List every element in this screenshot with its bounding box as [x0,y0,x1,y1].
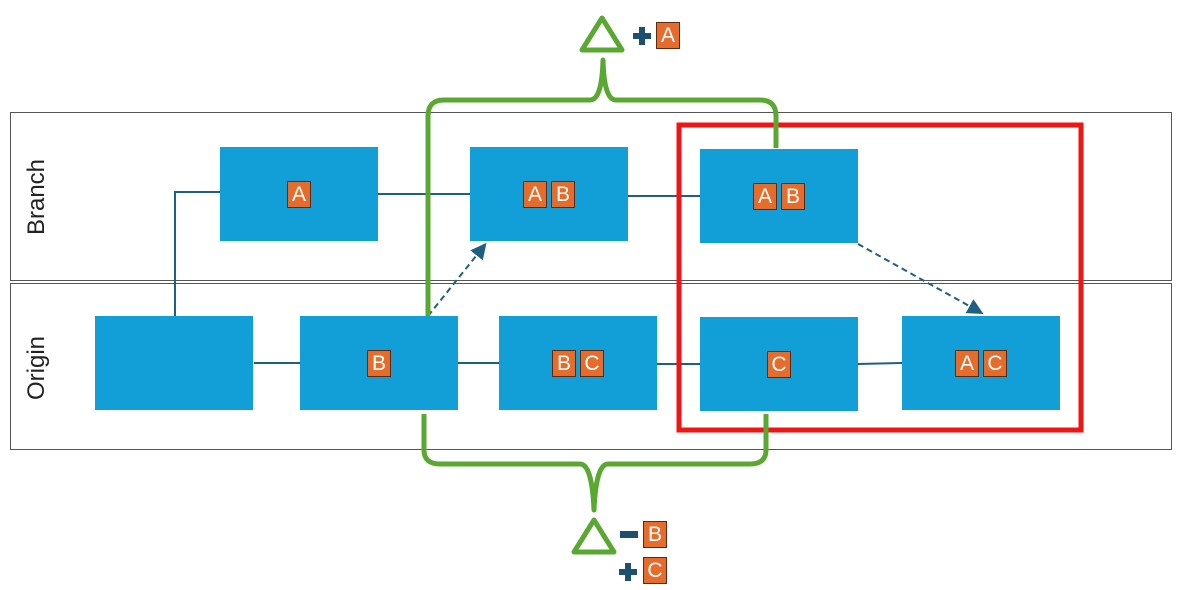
branch-lane [10,112,1172,281]
tag-b: B [367,349,391,377]
tag-b: B [781,182,805,210]
bottom-bracket [421,414,769,513]
origin-commit-4[interactable]: C [700,317,858,411]
plus-icon [633,27,651,45]
tag-c: C [983,349,1007,377]
origin-commit-3[interactable]: B C [499,316,657,410]
tag-a: A [753,182,777,210]
tag-c: C [580,349,604,377]
top-bracket [425,57,779,318]
merge-arrow-1 [427,242,487,317]
tag-b: B [551,180,575,208]
delta-bottom-tag-b: B [643,521,667,548]
delta-bottom-tag-c: C [643,557,667,584]
origin-commit-1[interactable] [95,316,253,410]
minus-icon [620,531,638,538]
commit-connectors [174,191,903,365]
delta-bottom-icon [571,517,617,555]
highlight-box [676,122,1084,433]
origin-commit-5[interactable]: A C [902,316,1060,410]
tag-a: A [955,349,979,377]
tag-b: B [552,349,576,377]
branch-commit-3[interactable]: A B [700,149,858,243]
delta-top-icon [579,15,625,53]
merge-arrow-2 [857,243,984,314]
plus-icon [619,563,637,581]
tag-c: C [767,350,791,378]
origin-lane [10,283,1172,450]
origin-commit-2[interactable]: B [300,316,458,410]
delta-top-tag-a: A [656,22,680,49]
tag-a: A [287,180,311,208]
branch-commit-1[interactable]: A [220,147,378,241]
tag-a: A [523,180,547,208]
branch-commit-2[interactable]: A B [470,147,628,241]
